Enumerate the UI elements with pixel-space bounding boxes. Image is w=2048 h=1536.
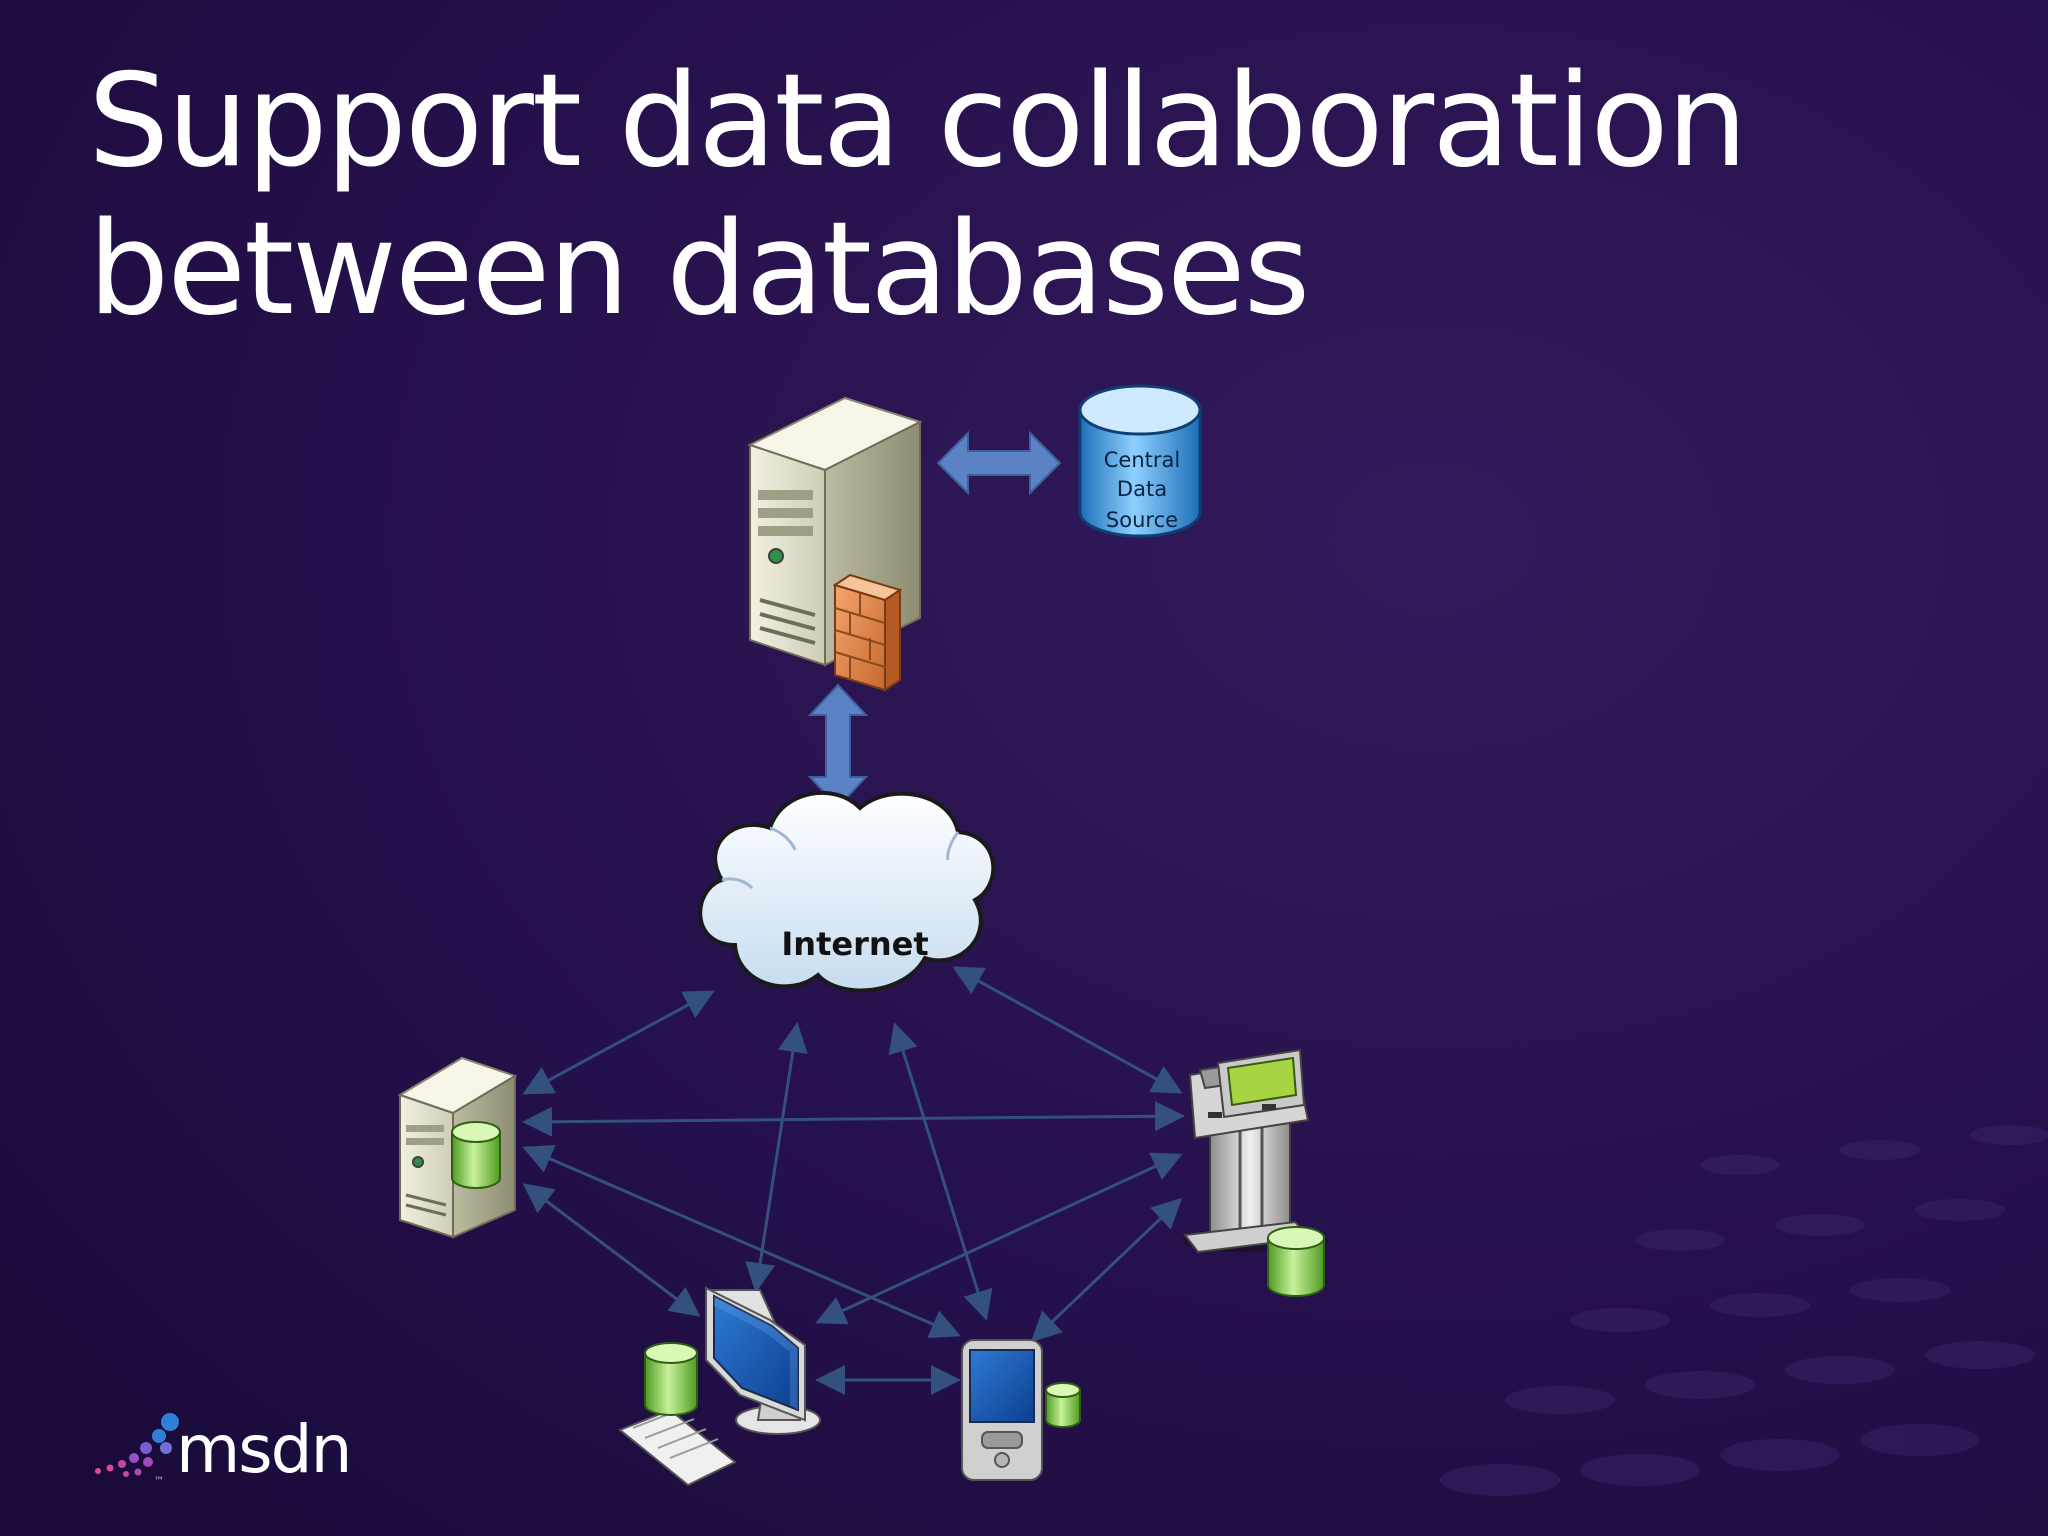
connector-internet-desktop — [745, 1022, 808, 1293]
database-icon — [1045, 1382, 1081, 1428]
msdn-logo-mark-icon — [95, 1413, 179, 1477]
pda — [961, 1339, 1081, 1481]
slide-title: Support data collaboration between datab… — [88, 48, 1888, 344]
connector-dbserver-kiosk — [522, 1101, 1185, 1137]
msdn-logo: msdn ™ — [86, 1406, 352, 1496]
internet-label: Internet — [781, 925, 928, 963]
kiosk — [1182, 1048, 1325, 1297]
central-data-source-label-line-2: Data — [1117, 477, 1167, 501]
msdn-trademark: ™ — [154, 1476, 164, 1487]
desktop-pc — [618, 1286, 821, 1487]
background-dots — [1440, 1125, 2048, 1496]
server-with-firewall — [745, 396, 923, 692]
central-data-source: Central Data Source — [1078, 384, 1202, 538]
database-icon — [1267, 1226, 1325, 1297]
database-server — [397, 1056, 518, 1239]
server-to-internet-arrow — [807, 683, 869, 809]
connector-pda-kiosk — [1030, 1197, 1183, 1343]
keyboard-icon — [618, 1408, 737, 1487]
slide-title-line-2: between databases — [88, 195, 1310, 344]
connector-internet-pda — [888, 1022, 993, 1321]
server-to-store-arrow — [936, 430, 1062, 496]
central-data-source-label-line-1: Central — [1104, 448, 1180, 472]
connector-dbserver-internet — [522, 990, 715, 1095]
mesh-connectors — [522, 966, 1185, 1395]
connector-desktop-kiosk — [815, 1152, 1183, 1325]
internet-cloud: Internet — [698, 790, 996, 993]
database-icon — [644, 1342, 698, 1416]
database-icon — [451, 1121, 501, 1189]
msdn-logo-text: msdn — [176, 1411, 352, 1488]
central-data-source-label-line-3: Source — [1106, 508, 1178, 532]
connector-internet-kiosk — [952, 966, 1183, 1094]
slide-title-line-1: Support data collaboration — [88, 47, 1748, 196]
connector-dbserver-desktop — [522, 1183, 701, 1317]
firewall-icon — [832, 573, 903, 692]
